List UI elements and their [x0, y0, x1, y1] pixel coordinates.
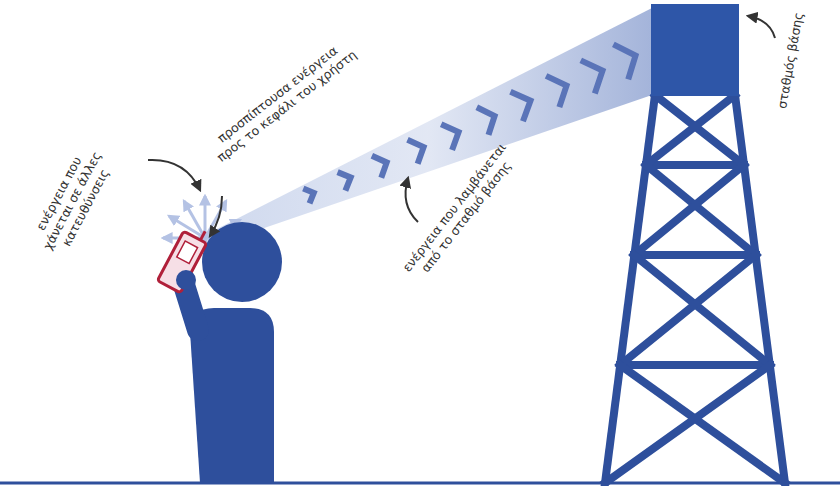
mobile-phone — [157, 222, 211, 292]
callout-arrow — [406, 178, 418, 222]
tower-brace — [646, 95, 735, 165]
chevron — [613, 38, 643, 79]
chevron — [510, 86, 536, 121]
phone-screen — [177, 241, 198, 263]
tower-brace — [655, 95, 744, 165]
tower-brace — [646, 161, 744, 169]
annotation-label: προσπίπτουσα ενέργεια προς το κεφάλι του… — [202, 33, 362, 167]
tower-structure — [605, 95, 785, 483]
phone-body — [157, 231, 206, 293]
tower-brace — [646, 165, 756, 255]
user-hand — [176, 270, 196, 290]
callout-arrow — [148, 160, 200, 190]
tower-brace — [605, 365, 770, 483]
callout-arrow — [210, 196, 222, 236]
ground-line — [0, 482, 840, 485]
tower-leg — [605, 95, 655, 483]
callout-arrow — [748, 16, 775, 38]
tower-brace — [634, 255, 770, 365]
annotation-label: σταθμός βάσης — [771, 0, 808, 125]
tower-brace — [620, 365, 785, 483]
tower-leg — [735, 95, 785, 483]
chevron — [441, 119, 464, 150]
chevron — [303, 185, 317, 203]
tower-brace — [634, 251, 756, 259]
chevron — [407, 135, 428, 164]
user-head — [202, 222, 282, 302]
phone-antenna — [200, 231, 205, 240]
tower-brace — [634, 165, 744, 255]
chevron — [477, 102, 501, 135]
tower-brace — [620, 361, 770, 369]
chevron — [581, 54, 610, 93]
tower-brace — [620, 255, 756, 365]
chevron — [372, 151, 392, 177]
chevron — [546, 70, 573, 107]
annotation-label: ενέργεια που χάνεται σε άλλες κατευθύνσε… — [24, 136, 120, 263]
base-station-box — [651, 4, 739, 96]
chevron — [338, 168, 355, 190]
